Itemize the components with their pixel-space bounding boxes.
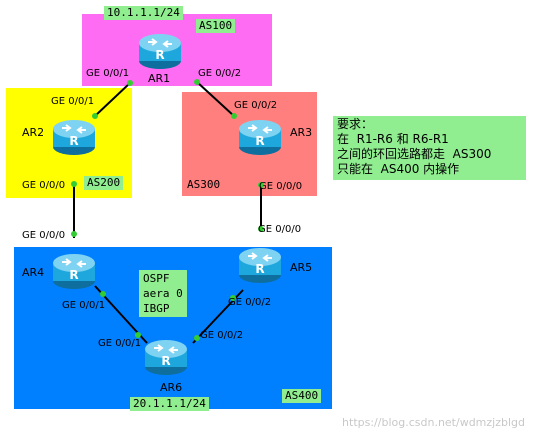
ospf-note-line2: aera 0	[143, 287, 183, 300]
router-icon[interactable]: R	[238, 116, 282, 156]
router-icon[interactable]: R	[138, 30, 182, 70]
port-dot	[92, 113, 98, 119]
router-label-ar2: AR2	[22, 126, 45, 139]
router-label-ar1: AR1	[148, 72, 171, 85]
ospf-note-line1: OSPF	[143, 272, 170, 285]
ospf-note: OSPF aera 0 IBGP	[139, 270, 187, 317]
router-icon[interactable]: R	[52, 250, 96, 290]
if-ar3-ge002: GE 0/0/2	[234, 100, 278, 111]
router-icon[interactable]: R	[52, 116, 96, 156]
router-glyph: R	[69, 134, 78, 148]
port-dot	[231, 113, 237, 119]
as400-label: AS400	[282, 389, 322, 403]
port-dot	[135, 332, 141, 338]
router-icon[interactable]: R	[144, 336, 188, 376]
as100-label: AS100	[196, 19, 236, 33]
router-glyph: R	[161, 354, 170, 368]
if-ar6-ge002: GE 0/0/2	[200, 330, 244, 341]
if-ar6-ge001: GE 0/0/1	[98, 338, 142, 349]
port-dot	[194, 79, 200, 85]
port-dot	[258, 226, 264, 232]
if-ar1-ge001: GE 0/0/1	[86, 68, 130, 79]
port-dot	[71, 231, 77, 237]
if-ar4-ge000: GE 0/0/0	[22, 230, 66, 241]
requirements-line2: 在 R1-R6 和 R6-R1	[337, 132, 449, 146]
requirements-line1: 要求：	[337, 117, 374, 131]
requirements-line4: 只能在 AS400 内操作	[337, 162, 460, 176]
network-label-bottom: 20.1.1.1/24	[130, 397, 209, 411]
network-label-top: 10.1.1.1/24	[104, 6, 183, 20]
router-glyph: R	[155, 48, 164, 62]
if-ar4-ge001: GE 0/0/1	[62, 300, 106, 311]
port-dot	[258, 182, 264, 188]
port-dot	[230, 295, 236, 301]
router-glyph: R	[255, 134, 264, 148]
router-label-ar4: AR4	[22, 266, 45, 279]
port-dot	[194, 335, 200, 341]
ospf-note-line3: IBGP	[143, 302, 170, 315]
router-glyph: R	[255, 262, 264, 276]
router-glyph: R	[69, 268, 78, 282]
requirements-box: 要求： 在 R1-R6 和 R6-R1 之间的环回选路都走 AS300 只能在 …	[333, 116, 526, 180]
router-label-ar5: AR5	[290, 261, 313, 274]
if-ar5-ge000: GE 0/0/0	[258, 224, 302, 235]
link-ar1-ar2	[94, 82, 131, 117]
if-ar5-ge002: GE 0/0/2	[228, 297, 272, 308]
port-dot	[100, 291, 106, 297]
router-icon[interactable]: R	[238, 244, 282, 284]
as200-label: AS200	[84, 176, 124, 190]
as300-label: AS300	[187, 178, 221, 191]
watermark: https://blog.csdn.net/wdmzjzblgd	[342, 416, 525, 429]
if-ar2-ge001: GE 0/0/1	[51, 96, 95, 107]
link-ar1-ar3	[196, 81, 235, 117]
requirements-line3: 之间的环回选路都走 AS300	[337, 147, 492, 161]
router-label-ar6: AR6	[160, 381, 183, 394]
port-dot	[71, 181, 77, 187]
if-ar1-ge002: GE 0/0/2	[198, 68, 242, 79]
if-ar3-ge000: GE 0/0/0	[259, 181, 303, 192]
if-ar2-ge000: GE 0/0/0	[22, 180, 66, 191]
port-dot	[127, 80, 133, 86]
router-label-ar3: AR3	[290, 126, 313, 139]
